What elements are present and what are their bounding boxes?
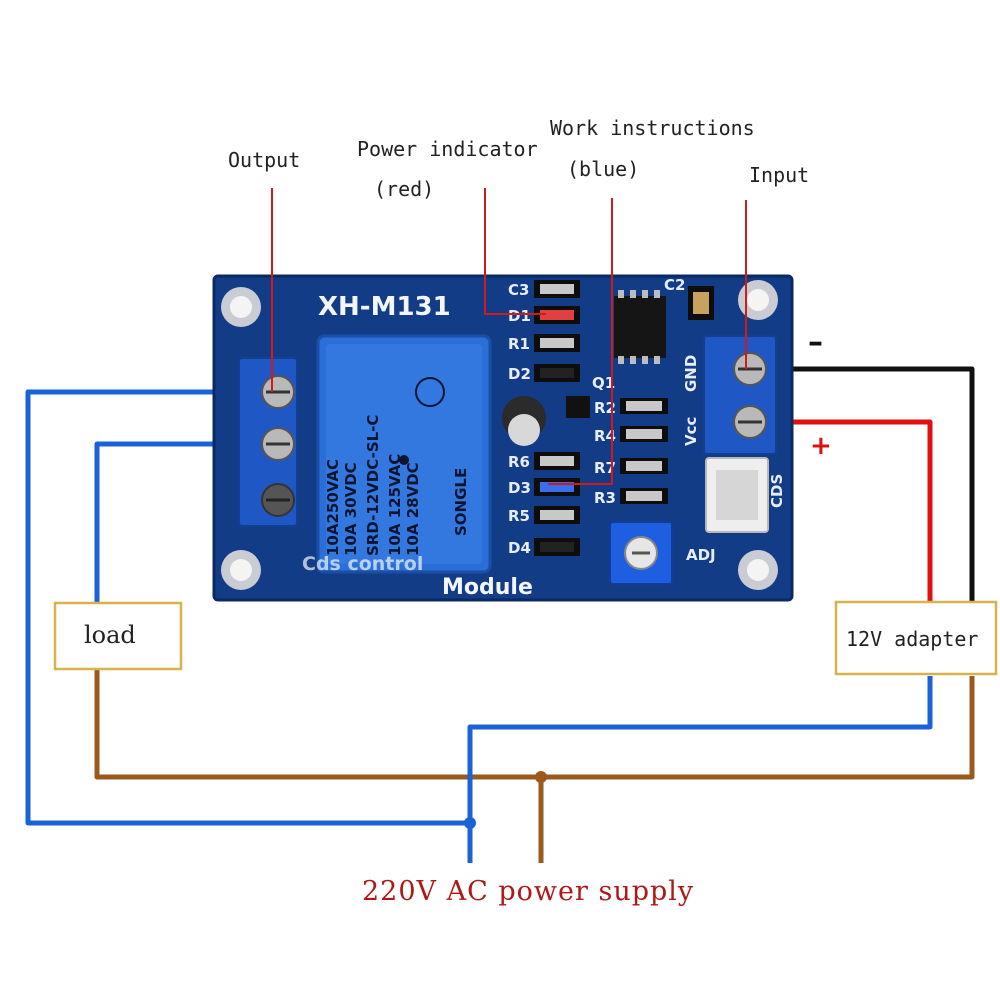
minus-sign: – [808, 325, 823, 360]
svg-text:R6: R6 [508, 453, 530, 471]
power-indicator-leader [484, 188, 546, 315]
supply-label: 220V AC power supply [362, 876, 694, 907]
load-box: load [53, 601, 183, 671]
wire-black-gnd [750, 366, 975, 602]
input-label: Input [749, 163, 809, 187]
relay-module-board: XH-M131 10A250VAC 10A 30VDC SRD-12VDC-SL… [212, 274, 794, 602]
svg-text:Q1: Q1 [592, 374, 615, 392]
electrolytic-capacitor [502, 396, 546, 446]
wire-blue-relay-to-supply [25, 389, 473, 863]
relay-logo-icon [415, 377, 445, 407]
svg-text:CDS: CDS [768, 474, 786, 508]
input-screw-vcc [733, 405, 767, 439]
svg-text:R4: R4 [594, 427, 616, 445]
transistor-q1: Q1 [566, 374, 615, 418]
svg-text:GND: GND [682, 355, 700, 392]
svg-text:R2: R2 [594, 399, 616, 417]
svg-text:R7: R7 [594, 459, 616, 477]
svg-text:D2: D2 [508, 365, 531, 383]
relay-rating-4: 10A 28VDC [404, 462, 422, 556]
junction-dot-blue [464, 817, 476, 829]
wires [25, 366, 975, 863]
work-instructions-leader [548, 198, 613, 485]
wire-brown-load-to-adapter [94, 668, 975, 780]
output-label: Output [228, 148, 300, 172]
ic-chip [614, 290, 666, 364]
svg-text:D1: D1 [508, 307, 531, 325]
svg-text:C3: C3 [508, 281, 529, 299]
relay-rating-3: 10A 125VAC [386, 454, 404, 556]
cds-connector: CDS [705, 457, 786, 533]
adapter-label: 12V adapter [846, 627, 978, 651]
load-label: load [84, 621, 136, 649]
output-screw-com [261, 427, 295, 461]
power-indicator-label: Power indicator [357, 137, 538, 161]
svg-text:Vcc: Vcc [682, 417, 700, 446]
svg-text:R5: R5 [508, 507, 530, 525]
board-model-label: XH-M131 [318, 292, 451, 322]
svg-text:D3: D3 [508, 479, 531, 497]
svg-text:R3: R3 [594, 489, 616, 507]
power-indicator-color: (red) [374, 177, 434, 201]
input-terminal-block: GND Vcc [682, 335, 777, 455]
work-instructions-color: (blue) [567, 157, 639, 181]
junction-dot-brown [535, 771, 547, 783]
svg-text:C2: C2 [664, 276, 685, 294]
adj-potentiometer [609, 521, 673, 585]
svg-text:D4: D4 [508, 539, 531, 557]
work-instructions-label: Work instructions [550, 116, 755, 140]
relay-rating-1: 10A250VAC [324, 459, 342, 556]
module-label-line2: Module [442, 575, 533, 600]
wire-red-vcc [750, 419, 933, 602]
relay-model: SRD-12VDC-SL-C [364, 415, 382, 556]
relay: 10A250VAC 10A 30VDC SRD-12VDC-SL-C 10A 1… [316, 334, 492, 574]
mounting-holes [221, 280, 778, 590]
output-screw-no [261, 375, 295, 409]
input-screw-gnd [733, 352, 767, 386]
adapter-box: 12V adapter [834, 600, 998, 676]
wire-blue-adapter-to-supply [467, 676, 933, 823]
smd-components: C3 D1 R1 D2 R6 D3 R5 D4 R2 R4 R7 R3 C2 [508, 276, 714, 557]
wire-blue-relay-to-load [94, 441, 266, 604]
module-label-line1: Cds control [302, 553, 423, 575]
adj-label: ADJ [686, 546, 716, 564]
plus-sign: + [810, 431, 832, 461]
leader-lines [271, 188, 747, 485]
relay-brand: SONGLE [452, 468, 470, 536]
output-screw-nc [261, 483, 295, 517]
output-terminal-block [238, 357, 298, 527]
svg-text:R1: R1 [508, 335, 530, 353]
relay-rating-2: 10A 30VDC [342, 462, 360, 556]
